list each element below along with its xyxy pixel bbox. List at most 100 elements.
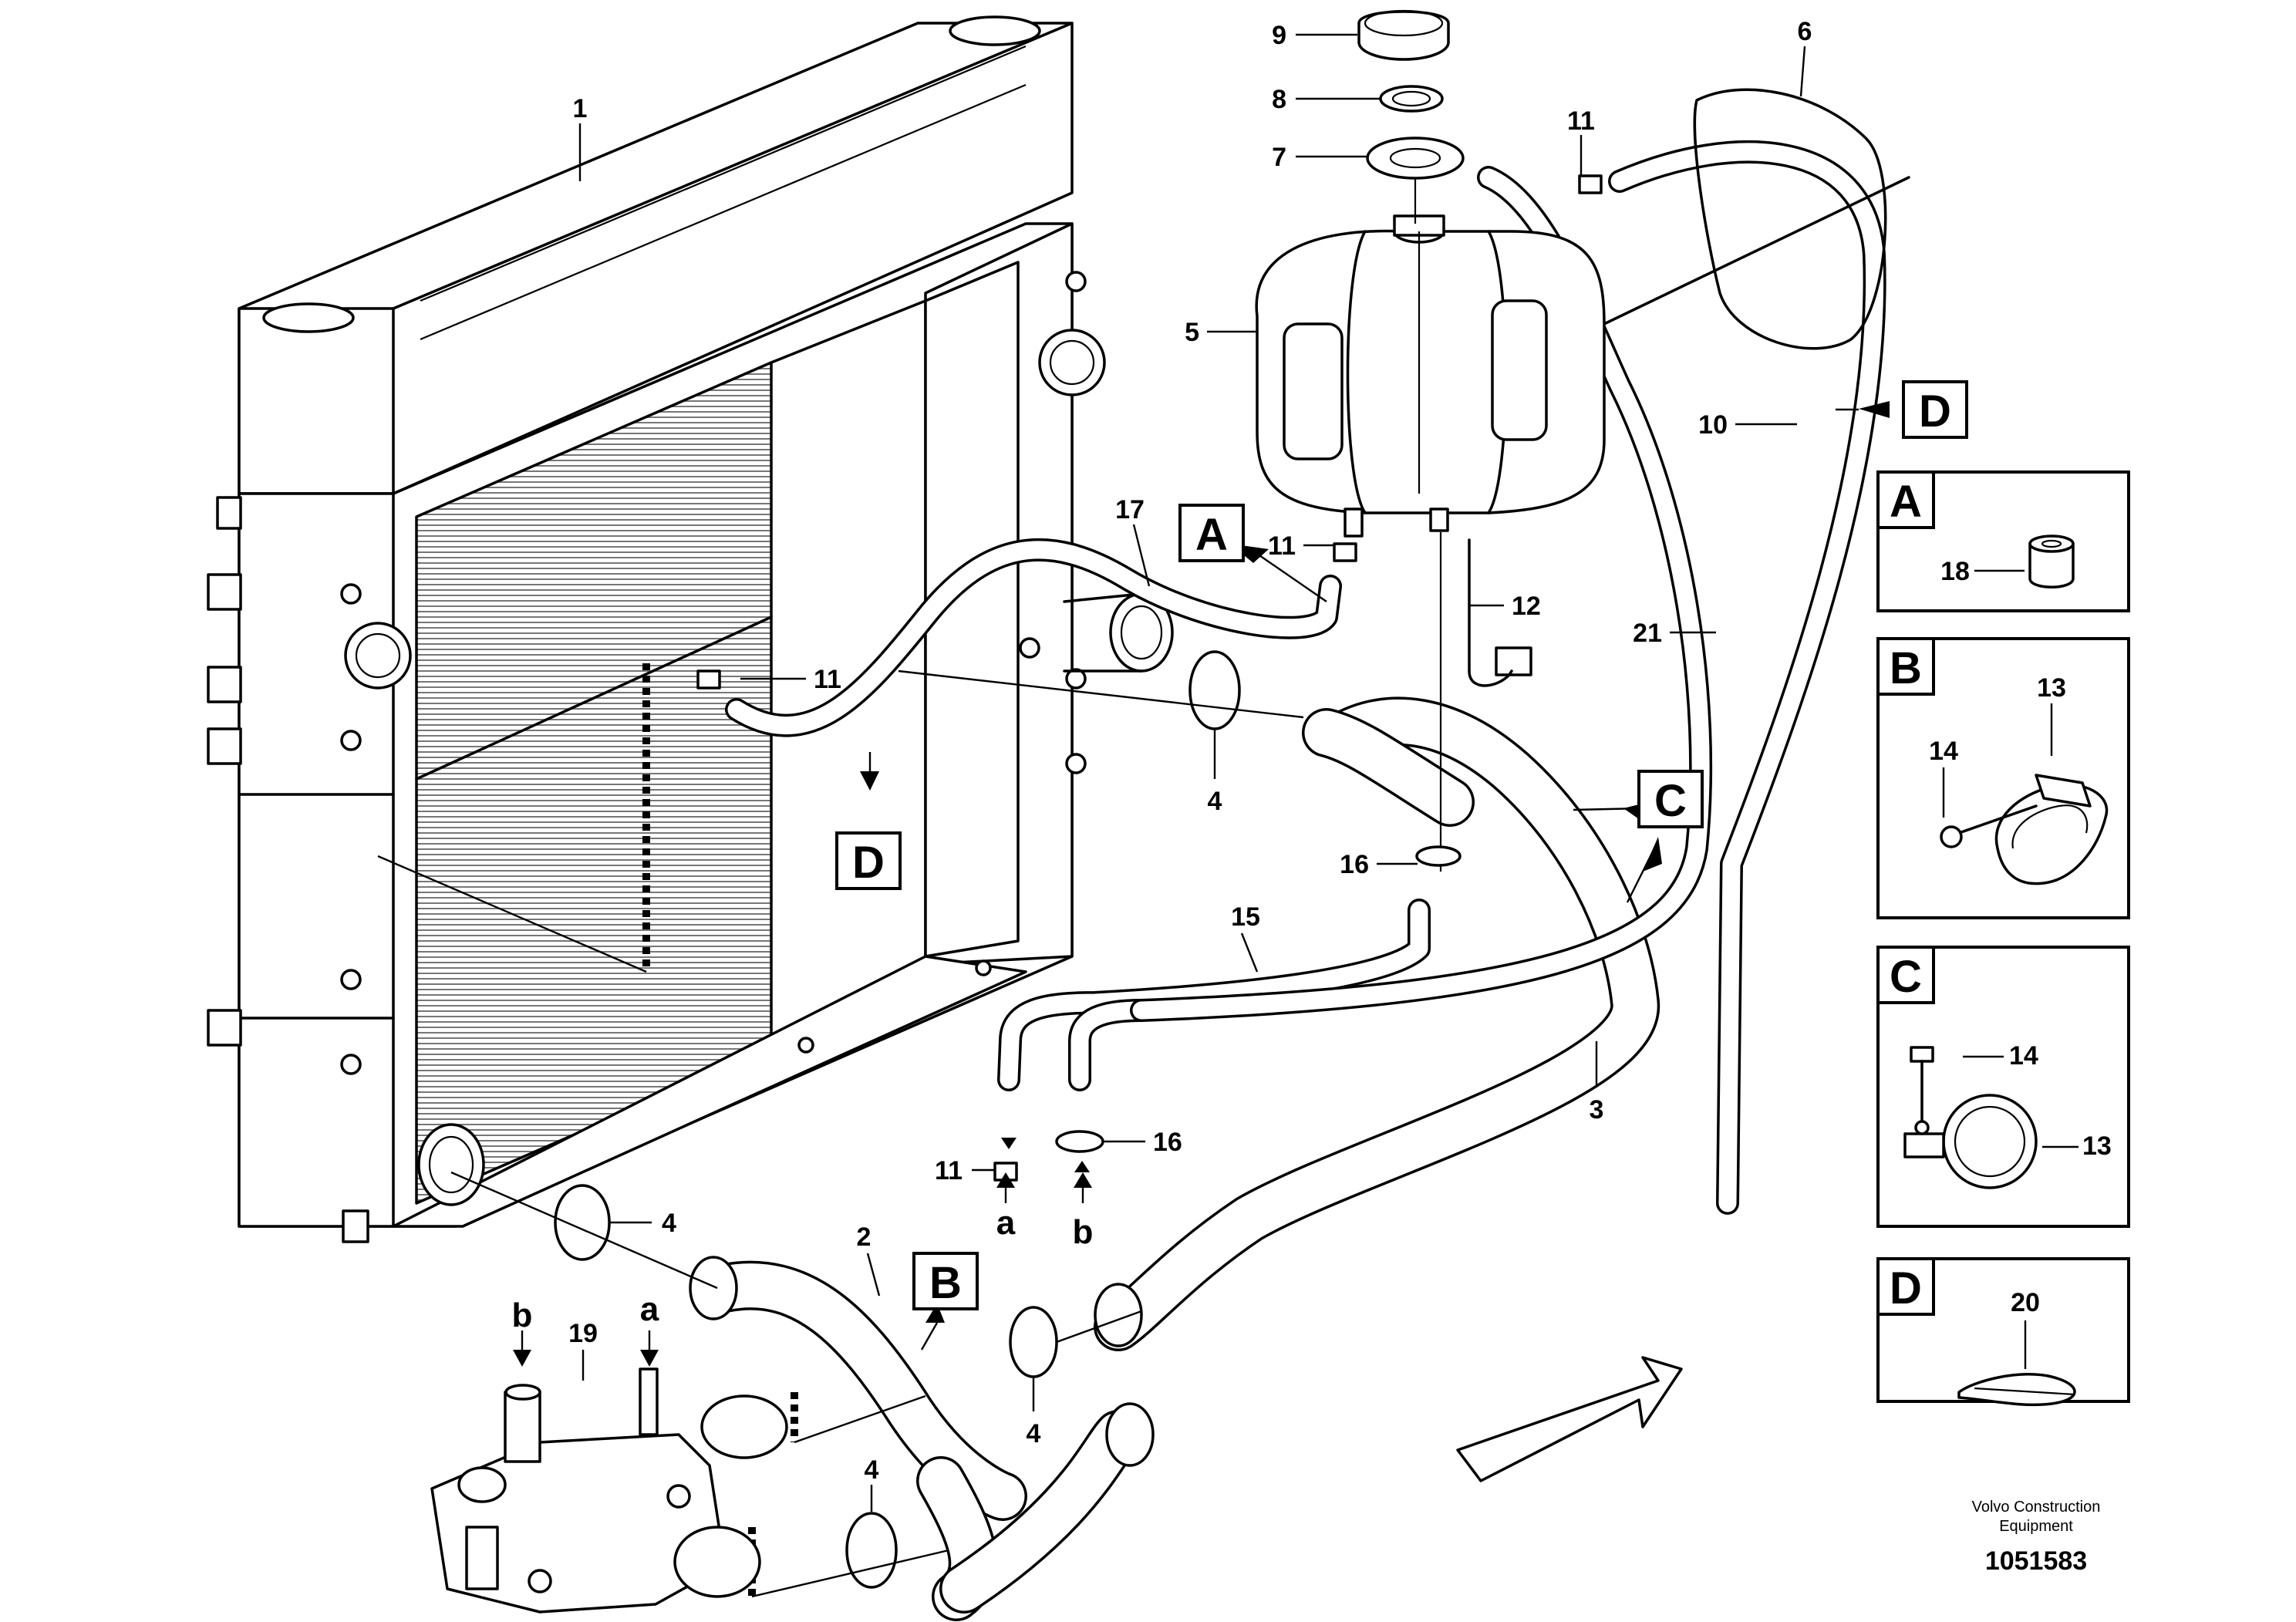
svg-text:A: A	[1890, 477, 1922, 527]
arrow-b-up-1	[1074, 1161, 1090, 1172]
drain-valve	[342, 1209, 369, 1243]
top-tank-opening-right	[949, 15, 1041, 46]
clamp-11-b	[696, 669, 721, 690]
callout-4-left: 4	[662, 1209, 676, 1238]
thermostat-port-b	[504, 1391, 541, 1463]
callout-4-bottom: 4	[865, 1455, 879, 1485]
thermostat-outlet-lower	[673, 1526, 761, 1598]
clamp-16-b	[1055, 1130, 1104, 1153]
hose-10	[1608, 140, 1886, 1215]
sub-b-thermostat: b	[512, 1297, 533, 1334]
strap-6	[1693, 88, 1887, 350]
cable-tie-20-icon	[1957, 1373, 2076, 1407]
callout-12: 12	[1512, 592, 1541, 621]
callout-16-lower: 16	[1153, 1128, 1182, 1157]
side-boss-2	[1038, 329, 1106, 396]
clamp-4-lower-left	[554, 1184, 611, 1261]
radiator-bottom-flange	[392, 955, 1027, 1228]
callout-17: 17	[1115, 495, 1145, 524]
publisher-line-1: Volvo Construction	[1972, 1499, 2101, 1516]
callout-6: 6	[1798, 17, 1812, 46]
clamp-11-a	[1333, 542, 1357, 562]
svg-text:B: B	[929, 1258, 962, 1308]
tank-outlet-left	[1344, 508, 1364, 538]
callout-leaders	[578, 33, 1806, 1512]
clamp-4-upper	[1188, 650, 1241, 730]
arrow-a-up	[996, 1172, 1015, 1188]
svg-text:C: C	[1654, 776, 1687, 826]
bolt-14-icon-c	[1910, 1046, 1934, 1126]
filler-cap-9	[1357, 9, 1450, 61]
detail-flag-A[interactable]: A	[1178, 504, 1245, 562]
clamp-4-bottom	[845, 1512, 898, 1589]
detail-panel-B: B 14 13	[1876, 637, 2130, 919]
p-clamp-13-icon-c	[1903, 1094, 2038, 1189]
detail-flag-D-right[interactable]: D	[1902, 380, 1968, 439]
detail-panel-A: A 18	[1876, 470, 2130, 612]
callout-4-middle: 4	[1027, 1419, 1041, 1448]
clamp-11-c	[1578, 174, 1603, 194]
detail-panel-D: D 20	[1876, 1257, 2130, 1407]
detail-panel-C: C 14 13	[1876, 946, 2130, 1228]
tank-outlet-right	[1429, 508, 1449, 532]
clamp-16-a	[1415, 845, 1462, 867]
left-stub-3	[207, 666, 242, 703]
left-stub-5	[207, 1009, 242, 1047]
hose-2	[689, 1256, 1155, 1621]
detail-flag-pointers	[860, 401, 1890, 1351]
callout-1: 1	[573, 94, 588, 123]
callout-11-radiator: 11	[814, 665, 841, 694]
callout-2: 2	[857, 1222, 872, 1252]
callout-15: 15	[1231, 902, 1260, 932]
radiator-top-tank-face	[238, 307, 395, 495]
callout-16-upper: 16	[1340, 850, 1369, 879]
tank-panel-left	[1283, 322, 1344, 460]
svg-text:A: A	[1195, 510, 1228, 560]
arrow-a-down-2	[640, 1350, 659, 1367]
thermostat-housing	[430, 1367, 788, 1614]
left-stub-4	[207, 727, 242, 765]
radiator-frame-inner	[924, 261, 1020, 958]
arrow-a-down	[1001, 1138, 1017, 1149]
seal-8	[1379, 85, 1444, 113]
left-stub-2	[207, 573, 242, 611]
radiator-core-fins	[416, 363, 771, 1203]
callout-19: 19	[568, 1319, 598, 1348]
callout-10: 10	[1698, 410, 1728, 440]
callout-8: 8	[1272, 85, 1286, 114]
detail-flag-B[interactable]: B	[912, 1252, 979, 1310]
callout-7: 7	[1272, 143, 1286, 172]
panel-d-part-20: 20	[2011, 1288, 2040, 1317]
callout-9: 9	[1272, 21, 1286, 50]
panel-b-part-13: 13	[2037, 673, 2066, 703]
arrow-b-down	[513, 1350, 531, 1367]
top-tank-opening-left	[262, 302, 355, 333]
callout-11-tank: 11	[1268, 531, 1296, 561]
svg-text:C: C	[1890, 952, 1922, 1002]
thermostat-outlet-upper	[700, 1394, 788, 1459]
svg-text:D: D	[1919, 386, 1951, 437]
figure-footer: Volvo Construction Equipment 1051583	[1972, 1499, 2101, 1576]
bolt-14-icon-b	[1940, 804, 2038, 848]
sub-a-thermostat: a	[640, 1290, 659, 1328]
arrow-b-up	[1074, 1172, 1092, 1188]
hose-17	[725, 538, 1342, 737]
callout-21: 21	[1633, 619, 1662, 648]
publisher-line-2: Equipment	[1999, 1518, 2073, 1535]
panel-c-part-13: 13	[2082, 1131, 2112, 1161]
detail-flag-C[interactable]: C	[1637, 770, 1704, 828]
radiator-lower-outlet	[417, 1123, 485, 1206]
hose-3	[1094, 696, 1660, 1351]
panel-b-part-14: 14	[1929, 737, 1958, 766]
direction-arrow	[1456, 1356, 1683, 1482]
bushing-18-icon	[2028, 534, 2075, 588]
thermostat-port-a	[639, 1367, 659, 1436]
detail-flag-D-left[interactable]: D	[835, 831, 902, 890]
panel-a-part-18: 18	[1940, 557, 1970, 586]
callout-11-lower: 11	[935, 1156, 963, 1185]
callout-4-upper: 4	[1208, 787, 1222, 816]
callout-numbers: 1 9 8 7 5 6 11 10 17 11 12 21 11 4 16 15…	[512, 17, 1812, 1485]
clamp-4-middle	[1009, 1306, 1058, 1378]
callout-11-top: 11	[1567, 106, 1595, 136]
